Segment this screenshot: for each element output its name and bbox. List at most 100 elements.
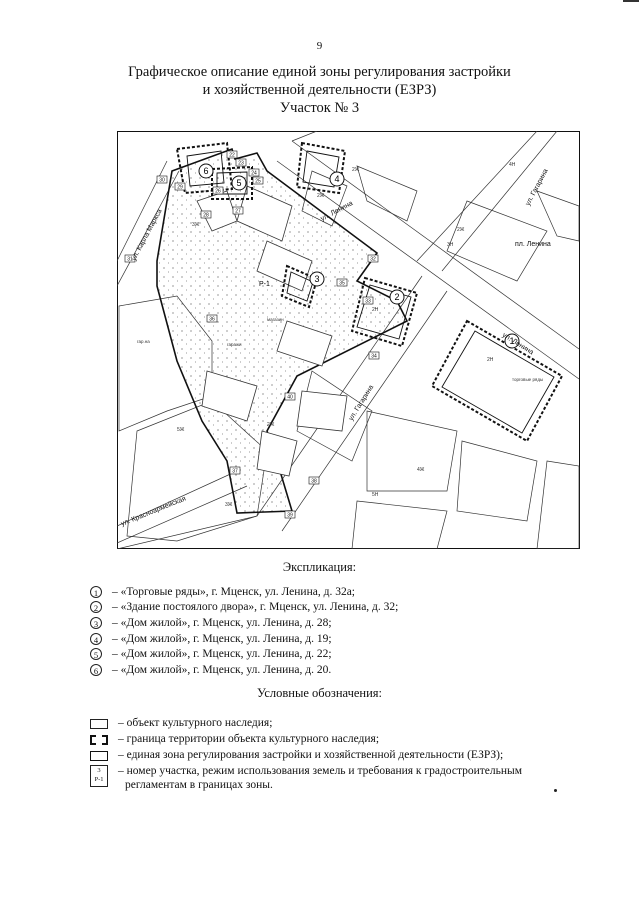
- svg-text:2Ж: 2Ж: [457, 227, 465, 233]
- point-marker: 22: [226, 150, 238, 159]
- number-circle: 4: [90, 632, 102, 645]
- number-circle: 2: [90, 601, 102, 614]
- explication-item: 2 – «Здание постоялого двора», г. Мценск,…: [90, 600, 610, 616]
- legend-text: – объект культурного наследия;: [118, 717, 273, 729]
- point-marker: 40: [284, 392, 296, 401]
- point-marker: 25: [252, 176, 264, 185]
- site-number-6: 6: [203, 166, 208, 176]
- zone-label: Р-1: [259, 281, 270, 288]
- legend-item: – граница территории объекта культурного…: [90, 733, 610, 749]
- point-marker: 24: [248, 168, 260, 177]
- svg-text:гаражи: гаражи: [227, 342, 242, 347]
- explication-text: – «Дом жилой», г. Мценск, ул. Ленина, д.…: [112, 616, 332, 629]
- point-marker: 34: [368, 351, 380, 360]
- svg-text:29: 29: [177, 185, 183, 191]
- ezrz-boundary: [156, 147, 409, 514]
- svg-text:33: 33: [365, 299, 371, 305]
- point-marker: 29: [174, 182, 186, 191]
- svg-text:26: 26: [215, 189, 221, 195]
- legend-text: – номер участка, режим использования зем…: [118, 765, 523, 777]
- title-line-2: и хозяйственной деятельности (ЕЗРЗ): [202, 82, 437, 98]
- svg-text:2Ж: 2Ж: [317, 193, 325, 199]
- building-labels: 2Н 3Ж 2Ж 3Н 4Н 2Н 2Ж 5Ж 2Ж 3Ж 4Ж 5Н 2Ж: [177, 162, 516, 508]
- explication-text: – «Дом жилой», г. Мценск, ул. Ленина, д.…: [112, 632, 332, 645]
- svg-text:28: 28: [203, 213, 209, 219]
- explication-item: 5– «Дом жилой», г. Мценск, ул. Ленина, д…: [90, 646, 610, 662]
- title-line-1: Графическое описание единой зоны регулир…: [128, 64, 511, 80]
- number-circle: 6: [90, 663, 102, 676]
- svg-text:22: 22: [229, 153, 235, 159]
- point-marker: 26: [212, 186, 224, 195]
- svg-text:36: 36: [209, 317, 215, 323]
- page-title: Графическое описание единой зоны регулир…: [0, 63, 639, 117]
- title-line-3: Участок № 3: [279, 100, 360, 116]
- explication-heading: Экспликация:: [282, 560, 357, 574]
- site-number-1: 1: [509, 336, 514, 346]
- svg-text:торговые ряды: торговые ряды: [512, 377, 543, 382]
- heritage-object-symbol: [90, 719, 108, 729]
- zone-buildings: [196, 185, 348, 477]
- explication-item: 4 – «Дом жилой», г. Мценск, ул. Ленина, д…: [90, 631, 610, 647]
- explication-list: 1 – «Торговые ряды», г. Мценск, ул. Ленин…: [90, 584, 610, 678]
- explication-text: – «Здание постоялого двора», г. Мценск, …: [112, 601, 399, 614]
- svg-text:40: 40: [287, 395, 293, 401]
- legend-item: – объект культурного наследия;: [90, 717, 610, 733]
- point-marker: 23: [235, 158, 247, 167]
- site-number-2: 2: [394, 292, 399, 302]
- point-marker: 39: [284, 510, 296, 519]
- svg-text:24: 24: [251, 171, 257, 177]
- svg-text:5Н: 5Н: [372, 492, 379, 498]
- svg-text:магазин: магазин: [267, 317, 284, 322]
- svg-text:39: 39: [287, 513, 293, 519]
- number-circle: 1: [90, 585, 102, 598]
- site-number-3: 3: [314, 274, 319, 284]
- site-number-markers: 1 2 3 4 5 6: [198, 163, 520, 349]
- stray-dot: [554, 789, 557, 792]
- heritage-territories: [175, 141, 564, 443]
- corner-mark: [623, 0, 639, 2]
- svg-text:гар.на: гар.на: [137, 339, 150, 344]
- number-circle: 5: [90, 648, 102, 661]
- site-number-5: 5: [236, 178, 241, 188]
- point-marker: 31: [124, 254, 136, 263]
- legend-item: – единая зона регулирования застройки и …: [90, 749, 610, 765]
- point-marker: 35: [336, 278, 348, 287]
- explication-text: – «Торговые ряды», г. Мценск, ул. Ленина…: [112, 585, 355, 598]
- svg-text:4Н: 4Н: [509, 162, 516, 168]
- number-circle: 3: [90, 616, 102, 629]
- svg-text:32: 32: [370, 257, 376, 263]
- point-marker: 33: [362, 296, 374, 305]
- explication-text: – «Дом жилой», г. Мценск, ул. Ленина, д.…: [112, 663, 332, 676]
- svg-text:3Ж: 3Ж: [192, 222, 200, 228]
- street-krasnoarmeyskaya: [117, 470, 248, 544]
- legend-heading: Условные обозначения:: [256, 686, 383, 700]
- point-marker: 37: [229, 466, 241, 475]
- legend-list: – объект культурного наследия; – граница…: [90, 717, 610, 787]
- point-marker: 36: [206, 314, 218, 323]
- explication-item: 1 – «Торговые ряды», г. Мценск, ул. Ленин…: [90, 584, 610, 600]
- legend-continuation: регламентам в границах зоны.: [125, 779, 273, 791]
- point-marker: 38: [308, 476, 320, 485]
- page-number: 9: [316, 40, 323, 52]
- svg-text:30: 30: [159, 178, 165, 184]
- svg-text:3Ж: 3Ж: [225, 502, 233, 508]
- zone-map: 1 2 3 4 5 6 Р-1 22 23 24 25 26 27 28 29 …: [117, 131, 580, 549]
- ezrz-boundary-symbol: [90, 751, 108, 761]
- legend-text: – единая зона регулирования застройки и …: [118, 749, 504, 761]
- small-labels: гаражи гар.на магазин торговые ряды: [137, 317, 543, 382]
- point-marker: 30: [156, 175, 168, 184]
- svg-text:2Ж: 2Ж: [352, 167, 360, 173]
- site-number-4: 4: [334, 174, 339, 184]
- point-marker: 27: [232, 206, 244, 215]
- heritage-territory-symbol: [90, 735, 108, 745]
- svg-text:31: 31: [127, 257, 133, 263]
- svg-text:27: 27: [235, 209, 241, 215]
- point-markers: 22 23 24 25 26 27 28 29 30 31 32 33 34 3…: [124, 150, 380, 519]
- point-marker: 32: [367, 254, 379, 263]
- svg-text:34: 34: [371, 354, 377, 360]
- svg-text:38: 38: [311, 479, 317, 485]
- explication-item: 3 – «Дом жилой», г. Мценск, ул. Ленина, д…: [90, 615, 610, 631]
- svg-text:4Ж: 4Ж: [417, 467, 425, 473]
